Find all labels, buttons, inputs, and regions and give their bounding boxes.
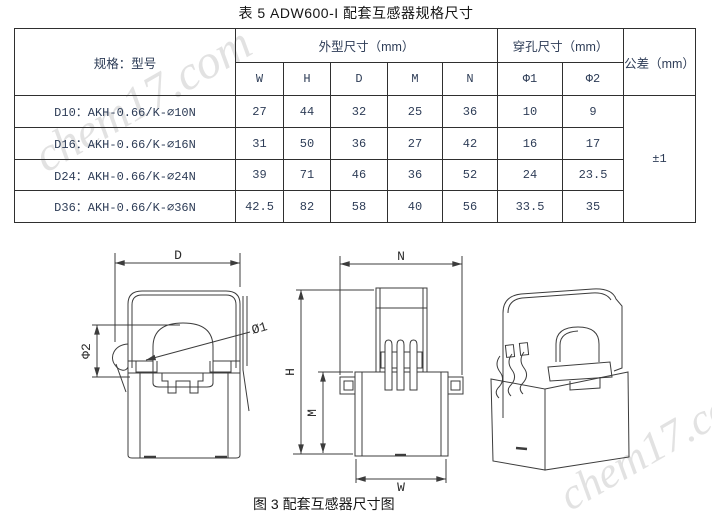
- value-cell-d: 32: [330, 95, 388, 128]
- value-cell-n: 36: [442, 95, 498, 128]
- value-cell-d: 46: [330, 159, 388, 191]
- value-cell-h: 82: [283, 190, 331, 223]
- value-cell-phi2: 35: [562, 190, 624, 223]
- value-cell-phi1: 16: [497, 127, 563, 160]
- value-cell-w: 31: [235, 127, 284, 160]
- value-cell-w: 42.5: [235, 190, 284, 223]
- table-row: D24：AKH-0.66/K-∅24N 39 71 46 36 52 24 23…: [14, 159, 696, 191]
- model-cell: D36：AKH-0.66/K-∅36N: [14, 190, 236, 223]
- tolerance-cell: ±1: [623, 95, 696, 223]
- col-header-w: W: [235, 62, 284, 96]
- value-cell-m: 25: [387, 95, 443, 128]
- model-cell: D16：AKH-0.66/K-∅16N: [14, 127, 236, 160]
- col-header-phi1: Φ1: [497, 62, 563, 96]
- value-cell-phi1: 24: [497, 159, 563, 191]
- model-cell: D24：AKH-0.66/K-∅24N: [14, 159, 236, 191]
- value-cell-h: 44: [283, 95, 331, 128]
- col-header-h: H: [283, 62, 331, 96]
- value-cell-m: 27: [387, 127, 443, 160]
- table-row: D36：AKH-0.66/K-∅36N 42.5 82 58 40 56 33.…: [14, 190, 696, 223]
- dimension-N: N: [339, 249, 463, 375]
- dimension-dia1: Ø1: [145, 319, 269, 361]
- col-header-n: N: [442, 62, 498, 96]
- value-cell-phi2: 9: [562, 95, 624, 128]
- col-header-phi2: Φ2: [562, 62, 624, 96]
- table-row: D16：AKH-0.66/K-∅16N 31 50 36 27 42 16 17: [14, 127, 696, 160]
- value-cell-d: 36: [330, 127, 388, 160]
- model-cell: D10：AKH-0.66/K-∅10N: [14, 95, 236, 128]
- value-cell-d: 58: [330, 190, 388, 223]
- col-header-hole-dims: 穿孔尺寸（mm）: [497, 28, 624, 63]
- header-row-1: 规格：型号 外型尺寸（mm） 穿孔尺寸（mm） 公差（mm）: [14, 28, 696, 96]
- value-cell-n: 42: [442, 127, 498, 160]
- value-cell-h: 71: [283, 159, 331, 191]
- value-cell-w: 39: [235, 159, 284, 191]
- dim-label-phi2: Φ2: [79, 343, 94, 359]
- col-header-tolerance: 公差（mm）: [623, 28, 696, 96]
- dimension-D: D: [114, 248, 241, 342]
- dim-label-w: W: [397, 480, 405, 493]
- dimension-phi2: Φ2: [79, 324, 180, 378]
- dimension-W: W: [355, 459, 447, 493]
- dimension-drawing: D Φ2 Ø1: [79, 248, 630, 493]
- iso-view-drawing: [490, 288, 630, 471]
- dim-label-d: D: [174, 248, 182, 263]
- value-cell-phi2: 23.5: [562, 159, 624, 191]
- value-cell-w: 27: [235, 95, 284, 128]
- value-cell-n: 56: [442, 190, 498, 223]
- value-cell-n: 52: [442, 159, 498, 191]
- dim-label-dia1: Ø1: [250, 319, 269, 338]
- page-title: 表 5 ADW600-I 配套互感器规格尺寸: [238, 5, 474, 21]
- front-view-drawing: D Φ2 Ø1: [79, 248, 269, 459]
- value-cell-m: 40: [387, 190, 443, 223]
- table-row: D10：AKH-0.66/K-∅10N 27 44 32 25 36 10 9 …: [14, 95, 696, 223]
- dim-label-h: H: [283, 368, 298, 376]
- col-header-d: D: [330, 62, 388, 96]
- dim-label-n: N: [397, 249, 405, 264]
- col-header-outline-dims: 外型尺寸（mm）: [235, 28, 498, 63]
- dimension-H: H: [283, 289, 374, 455]
- side-view-drawing: N H M W: [283, 249, 464, 493]
- col-header-spec-model: 规格：型号: [14, 28, 236, 96]
- dim-label-m: M: [305, 409, 320, 417]
- col-header-m: M: [387, 62, 443, 96]
- spec-table: 规格：型号 外型尺寸（mm） 穿孔尺寸（mm） 公差（mm） W H D M N…: [14, 28, 696, 223]
- header-row-2: W H D M N Φ1 Φ2: [15, 62, 696, 96]
- value-cell-m: 36: [387, 159, 443, 191]
- dimension-M: M: [305, 371, 353, 454]
- figure-caption: 图 3 配套互感器尺寸图: [253, 496, 395, 512]
- value-cell-phi2: 17: [562, 127, 624, 160]
- value-cell-phi1: 33.5: [497, 190, 563, 223]
- value-cell-h: 50: [283, 127, 331, 160]
- value-cell-phi1: 10: [497, 95, 563, 128]
